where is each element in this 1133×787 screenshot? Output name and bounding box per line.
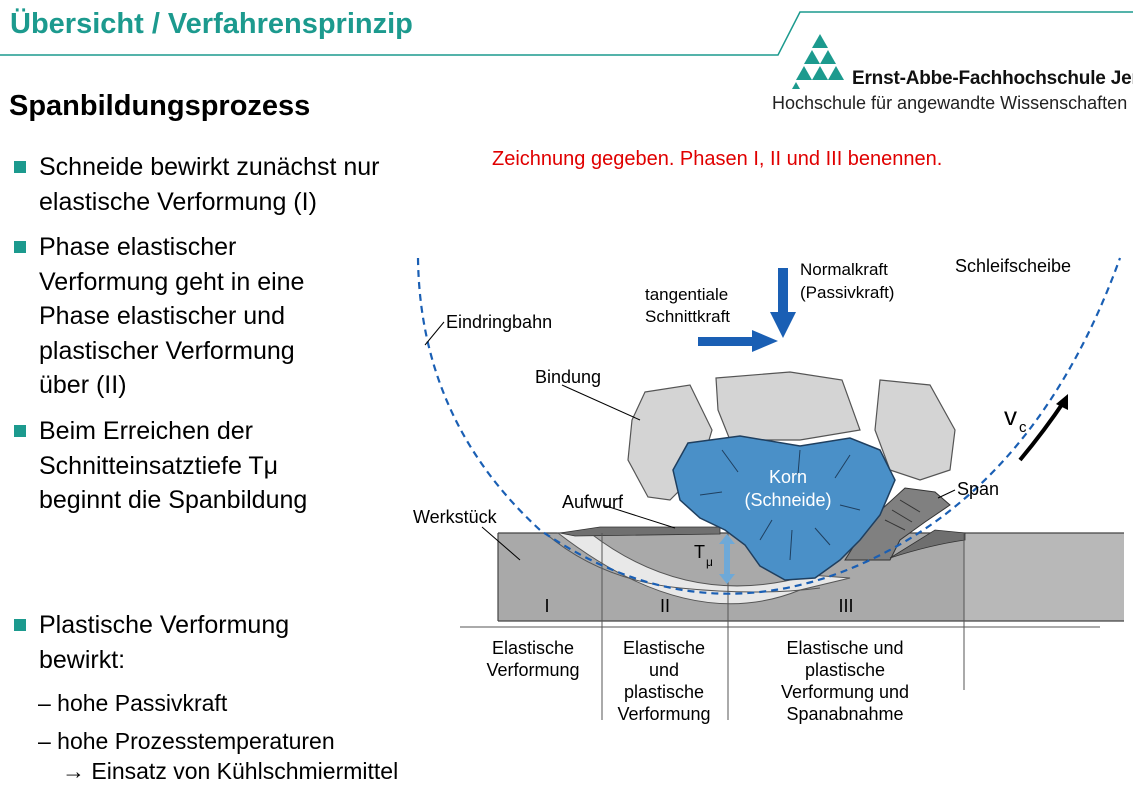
phase-desc-line: Verformung und bbox=[781, 682, 909, 702]
phase-desc-line: Elastische und bbox=[786, 638, 903, 658]
bullet-line: Schneide bewirkt zunächst nur bbox=[39, 153, 380, 181]
phase-desc-line: Elastische bbox=[492, 638, 574, 658]
phase-desc-line: und bbox=[649, 660, 679, 680]
institution-logo-icon bbox=[792, 34, 844, 89]
bullet-item: Plastische Verformung bewirkt: bbox=[14, 608, 454, 677]
slide-title: Übersicht / Verfahrensprinzip bbox=[10, 8, 413, 40]
sub-bullet: – hohe Passivkraft bbox=[38, 690, 228, 716]
bullet-item: Beim Erreichen der Schnitteinsatztiefe T… bbox=[14, 414, 454, 518]
wheel-path bbox=[416, 257, 1122, 595]
phase-desc-line: Elastische bbox=[623, 638, 705, 658]
bullet-item: Schneide bewirkt zunächst nur elastische… bbox=[14, 150, 454, 219]
bullet-line: elastische Verformung (I) bbox=[39, 187, 317, 216]
bullet-line: Schnitteinsatztiefe Tμ bbox=[39, 451, 279, 480]
phase-desc-line: plastische bbox=[624, 682, 704, 702]
label-tmu: T bbox=[694, 542, 705, 562]
bullet-square-icon bbox=[14, 241, 26, 253]
rotation-arrow-icon bbox=[1056, 394, 1068, 410]
phase-desc-line: Spanabnahme bbox=[786, 704, 903, 724]
exercise-instruction: Zeichnung gegeben. Phasen I, II und III … bbox=[492, 148, 943, 170]
label-schnittkraft: Schnittkraft bbox=[645, 307, 730, 326]
bullet-square-icon bbox=[14, 425, 26, 437]
bullet-item: Phase elastischer Verformung geht in ein… bbox=[14, 230, 454, 403]
label-schneide: (Schneide) bbox=[744, 490, 831, 510]
bullet-line: bewirkt: bbox=[39, 645, 126, 674]
aufwurf-shape bbox=[559, 526, 721, 537]
bullet-line: Phase elastischer und bbox=[39, 302, 285, 330]
bond-grain bbox=[874, 379, 956, 481]
label-korn: Korn bbox=[769, 467, 807, 487]
sub-bullet-conclusion: → Einsatz von Kühlschmiermittel bbox=[62, 758, 399, 784]
label-eindringbahn: Eindringbahn bbox=[446, 312, 552, 332]
institution-name: Ernst-Abbe-Fachhochschule Jena bbox=[852, 68, 1133, 89]
label-aufwurf: Aufwurf bbox=[562, 492, 624, 512]
label-passivkraft: (Passivkraft) bbox=[800, 283, 894, 302]
bullet-line: über (II) bbox=[39, 371, 127, 399]
bullet-square-icon bbox=[14, 161, 26, 173]
phase-numeral: III bbox=[838, 596, 853, 616]
section-title: Spanbildungsprozess bbox=[9, 90, 311, 122]
label-bindung: Bindung bbox=[535, 367, 601, 387]
phase-desc-line: Verformung bbox=[617, 704, 710, 724]
label-tmu-sub: μ bbox=[706, 555, 713, 569]
bullet-line: Phase elastischer bbox=[39, 233, 237, 261]
institution-subtitle: Hochschule für angewandte Wissenschaften bbox=[772, 93, 1128, 113]
bond-grain bbox=[715, 371, 861, 441]
phase-desc-line: plastische bbox=[805, 660, 885, 680]
label-werkstueck: Werkstück bbox=[413, 507, 498, 527]
bullet-line: Verformung geht in eine bbox=[39, 267, 305, 296]
phase-desc-line: Verformung bbox=[486, 660, 579, 680]
label-tangentiale: tangentiale bbox=[645, 285, 728, 304]
bullet-line: Beim Erreichen der bbox=[39, 417, 253, 445]
label-vc-sub: c bbox=[1019, 419, 1027, 436]
label-normalkraft: Normalkraft bbox=[800, 260, 888, 279]
deformation-zone bbox=[556, 532, 851, 605]
header-divider bbox=[0, 11, 1133, 56]
bullet-square-icon bbox=[14, 619, 26, 631]
sub-bullet: – hohe Prozesstemperaturen bbox=[38, 728, 335, 754]
phase-numeral: II bbox=[660, 596, 670, 616]
label-span: Span bbox=[957, 479, 999, 499]
bullet-line: beginnt die Spanbildung bbox=[39, 486, 308, 514]
workpiece-right bbox=[964, 533, 1124, 621]
bullet-line: Plastische Verformung bbox=[39, 611, 290, 639]
bullet-line: plastischer Verformung bbox=[39, 336, 295, 365]
tangential-force-arrow bbox=[698, 337, 754, 346]
phase-numeral: I bbox=[544, 596, 549, 616]
label-schleifscheibe: Schleifscheibe bbox=[955, 256, 1071, 276]
label-vc: v bbox=[1004, 401, 1017, 431]
normal-force-arrow bbox=[778, 268, 788, 314]
